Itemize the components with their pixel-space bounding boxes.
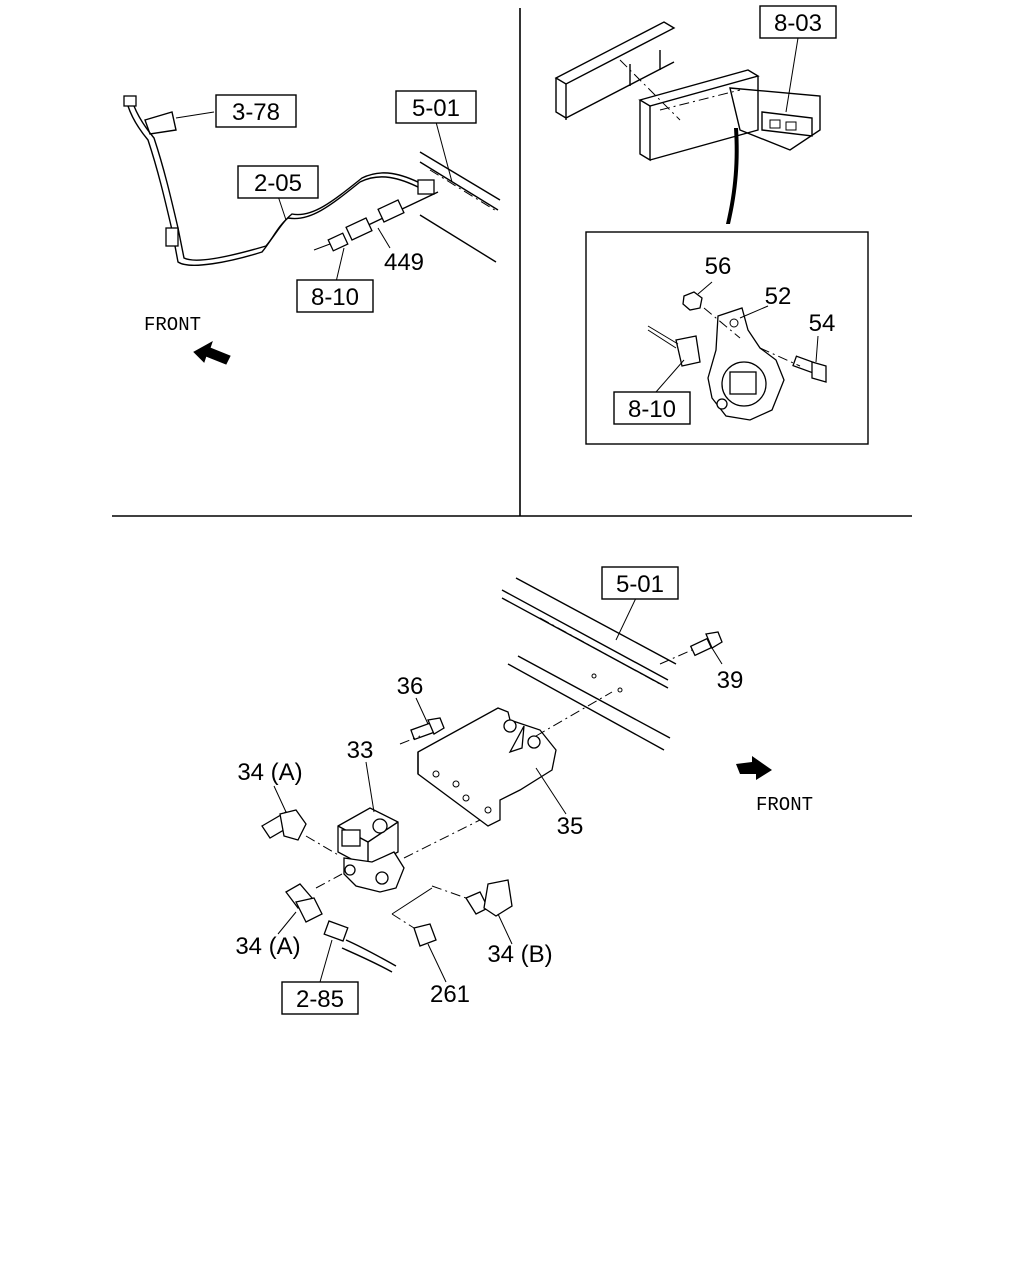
ref-2-05: 2-05: [254, 170, 302, 197]
ref-5-01-bottom: 5-01: [616, 571, 664, 598]
ref-box-8-10-detail: 8-10: [613, 391, 691, 425]
ref-box-5-01-bottom: 5-01: [601, 566, 679, 600]
leader-8-10: [335, 247, 345, 283]
leader-35: [535, 767, 567, 815]
bracket-35: [417, 691, 613, 827]
plug-261: [391, 887, 437, 947]
sensor-8-10: [647, 325, 701, 367]
ref-box-3-78: 3-78: [215, 94, 297, 128]
part-39: 39: [717, 667, 744, 694]
ref-box-8-10: 8-10: [296, 279, 374, 313]
leader-8-03: [785, 37, 799, 113]
leader-36: [415, 697, 429, 725]
sensor-assembly-detail: [647, 291, 827, 421]
sensor-449: [313, 191, 439, 252]
leader-449: [377, 227, 391, 249]
nut-56: [682, 291, 703, 311]
leader-261: [427, 943, 447, 983]
bolt-54: [792, 355, 827, 383]
top-left-panel: 3-78 2-05 5-01 8-10 449 FRONT: [123, 90, 501, 365]
ref-box-2-85: 2-85: [281, 981, 359, 1015]
detail-box: [585, 231, 869, 445]
fitting-34b: [431, 879, 513, 917]
ref-8-10: 8-10: [311, 284, 359, 311]
top-right-panel: 8-03: [554, 5, 869, 445]
part-34a-bottom: 34 (A): [235, 933, 300, 960]
leader-56: [697, 281, 713, 295]
part-33: 33: [347, 737, 374, 764]
chassis-frame: [554, 21, 821, 162]
front-label-bottom: FRONT: [756, 794, 813, 816]
leader-39: [711, 647, 723, 665]
part-35: 35: [557, 813, 584, 840]
hose-2-85: [323, 920, 397, 973]
part-34b: 34 (B): [487, 941, 552, 968]
front-arrow-icon: [193, 340, 231, 365]
leader-34b: [497, 913, 513, 945]
pipe-fitting: [165, 227, 179, 247]
brake-line: [123, 95, 435, 266]
bolt-39: [659, 631, 723, 665]
ref-box-5-01: 5-01: [395, 90, 477, 124]
pipe-bracket: [144, 111, 177, 135]
ref-3-78: 3-78: [232, 99, 280, 126]
leader-8-10-detail: [655, 359, 685, 393]
leader-54: [815, 335, 819, 363]
leader-52: [739, 305, 769, 319]
ref-2-85: 2-85: [296, 986, 344, 1013]
bottom-panel: 5-01 39 36 33 34 (A) 35 34 (A) 34 (B) 26…: [235, 566, 813, 1015]
front-arrow-icon: [736, 756, 772, 780]
leader-33: [365, 761, 375, 813]
frame-rail-bottom: [501, 577, 677, 751]
part-34a-top: 34 (A): [237, 759, 302, 786]
leader-2-05: [277, 195, 287, 221]
bolt-36: [399, 717, 445, 745]
ref-box-2-05: 2-05: [237, 165, 319, 199]
leader-34a-top: [273, 785, 287, 813]
frame-rail-top-left: [419, 151, 501, 263]
part-36: 36: [397, 673, 424, 700]
part-52: 52: [765, 283, 792, 310]
front-label: FRONT: [144, 314, 201, 336]
ref-8-10-detail: 8-10: [628, 396, 676, 423]
leader-5-01-bottom: [615, 597, 637, 641]
fitting-34a-bottom: [285, 873, 343, 923]
pipe-fitting: [123, 95, 137, 107]
part-449: 449: [384, 249, 424, 276]
part-54: 54: [809, 310, 836, 337]
leader-34a-bottom: [277, 911, 297, 935]
ref-5-01: 5-01: [412, 95, 460, 122]
detail-pointer: [726, 128, 739, 224]
sensor-fitting: [417, 179, 435, 195]
leader-2-85: [319, 939, 333, 983]
leader-5-01: [435, 121, 453, 183]
part-56: 56: [705, 253, 732, 280]
ref-8-03: 8-03: [774, 10, 822, 37]
valve-33: [337, 807, 481, 893]
part-261: 261: [430, 981, 470, 1008]
leader-3-78: [175, 111, 215, 119]
ref-box-8-03: 8-03: [759, 5, 837, 39]
fitting-34a-top: [261, 809, 341, 857]
